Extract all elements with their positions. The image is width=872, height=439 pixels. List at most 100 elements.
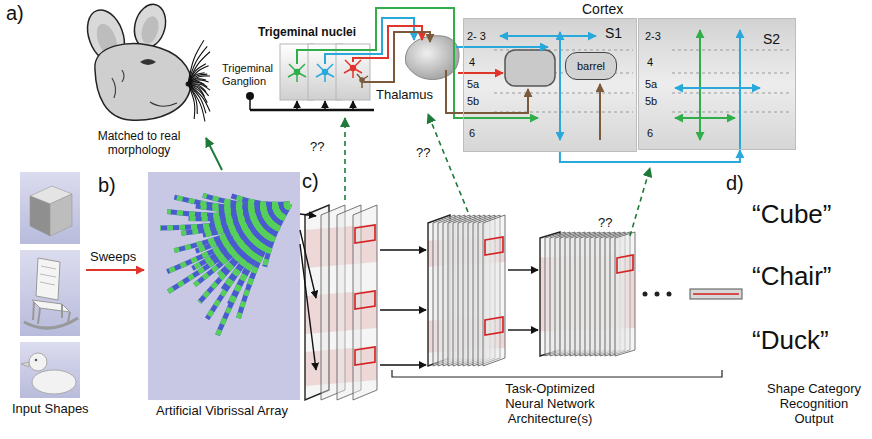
cortex-panel-ground — [672, 93, 792, 94]
input-shape — [35, 359, 38, 362]
input-shape — [20, 172, 80, 398]
flow-arrow — [380, 309, 426, 310]
conv-stack — [355, 291, 375, 309]
whisker — [188, 84, 205, 122]
question-mark: ?? — [416, 146, 430, 161]
caption-note: Matched to real morphology — [86, 130, 192, 158]
whisker — [188, 66, 209, 84]
flow-arrow — [300, 214, 316, 216]
cortex-panel-ground — [672, 73, 792, 74]
artificial-whisker — [168, 204, 290, 292]
flow-arrow — [380, 364, 426, 365]
projection-line — [297, 8, 538, 118]
cortex-panel-ground — [463, 18, 637, 152]
artificial-whisker — [168, 204, 290, 292]
area-label: S1 — [605, 25, 622, 41]
trigeminal-ganglion — [250, 109, 374, 112]
layer-number: 6 — [469, 127, 475, 140]
trigeminal-nuclei — [344, 60, 362, 78]
artificial-whisker — [240, 204, 290, 250]
conv-stack — [305, 205, 377, 400]
cortex-panel-ground — [505, 50, 555, 86]
hypothesis-arrow — [428, 114, 468, 212]
arrow-label: Sweeps — [90, 250, 136, 265]
chinchilla-head — [140, 59, 156, 65]
input-shape — [40, 266, 56, 285]
panel-letter: d) — [726, 172, 744, 195]
continuation-dots — [643, 292, 672, 297]
projection-line — [599, 84, 601, 140]
continuation-dots — [655, 292, 660, 297]
chinchilla-head — [150, 102, 177, 106]
category-output: “Chair” — [752, 262, 831, 292]
input-shape — [30, 196, 50, 236]
layer-number: 2- 3 — [467, 30, 486, 43]
conv-stack — [305, 205, 635, 400]
category-output: “Cube” — [752, 200, 831, 230]
sweep-arrow — [86, 269, 144, 271]
input-shape — [24, 318, 78, 328]
trigeminal-ganglion — [296, 101, 298, 110]
cortex-panel-ground — [672, 50, 792, 51]
artificial-whisker — [207, 204, 290, 319]
output-vector — [693, 293, 739, 295]
box-label: barrel — [577, 60, 605, 73]
thalamus-shape — [405, 36, 459, 80]
artificial-whisker — [199, 204, 290, 302]
area-label: S2 — [763, 31, 780, 47]
trigeminal-ganglion — [246, 92, 254, 100]
question-mark: ?? — [310, 140, 324, 155]
trigeminal-nuclei — [295, 70, 300, 75]
vibrissal-array — [148, 172, 300, 400]
projection-line — [675, 117, 735, 119]
conv-stack — [355, 347, 375, 365]
layer-number: 5b — [645, 95, 657, 108]
artificial-whisker — [224, 203, 290, 208]
panel-caption: Shape Category Recognition Output — [760, 382, 868, 427]
structure-name: Trigeminal Ganglion — [222, 62, 278, 87]
projection-line — [362, 32, 430, 82]
conv-stack — [483, 215, 505, 366]
projection-line — [559, 32, 561, 140]
input-shape — [21, 362, 29, 367]
input-shape — [33, 302, 70, 324]
trigeminal-ganglion — [352, 101, 354, 110]
conv-stack — [615, 232, 635, 356]
structure-name: Cortex — [582, 1, 623, 17]
match-arrow — [206, 138, 222, 170]
artificial-whisker — [160, 195, 290, 335]
input-shape — [50, 194, 72, 236]
trigeminal-nuclei — [351, 66, 356, 71]
artificial-whisker — [195, 204, 290, 285]
cortex-panel-ground — [672, 112, 792, 113]
layer-number: 5b — [467, 95, 479, 108]
continuation-dots — [667, 292, 672, 297]
conv-stack — [355, 225, 375, 243]
output-vector — [690, 289, 742, 299]
match-arrow — [206, 138, 222, 170]
chinchilla-head — [81, 1, 210, 122]
projection-line — [699, 30, 701, 140]
barrel-box: barrel — [565, 52, 617, 80]
trigeminal-nuclei — [316, 64, 334, 82]
flow-arrow — [508, 329, 538, 330]
layer-number: 2-3 — [645, 30, 661, 43]
cortex-panel-ground — [638, 18, 796, 150]
chinchilla-head — [139, 14, 162, 45]
conv-stack — [353, 205, 377, 400]
thalamus-shape — [405, 36, 459, 80]
trigeminal-nuclei — [336, 44, 370, 100]
trigeminal-nuclei — [288, 64, 306, 82]
flow-arrow — [380, 249, 426, 250]
cortex-area-panel: S1 barrel — [463, 18, 637, 152]
artificial-whisker — [199, 204, 290, 302]
artificial-whisker — [249, 204, 290, 286]
structure-name: Trigeminal nuclei — [258, 26, 356, 40]
bracket-caption: Task-Optimized Neural Network Architectu… — [491, 382, 609, 427]
projection-line — [675, 87, 760, 89]
projection-line — [500, 35, 596, 37]
